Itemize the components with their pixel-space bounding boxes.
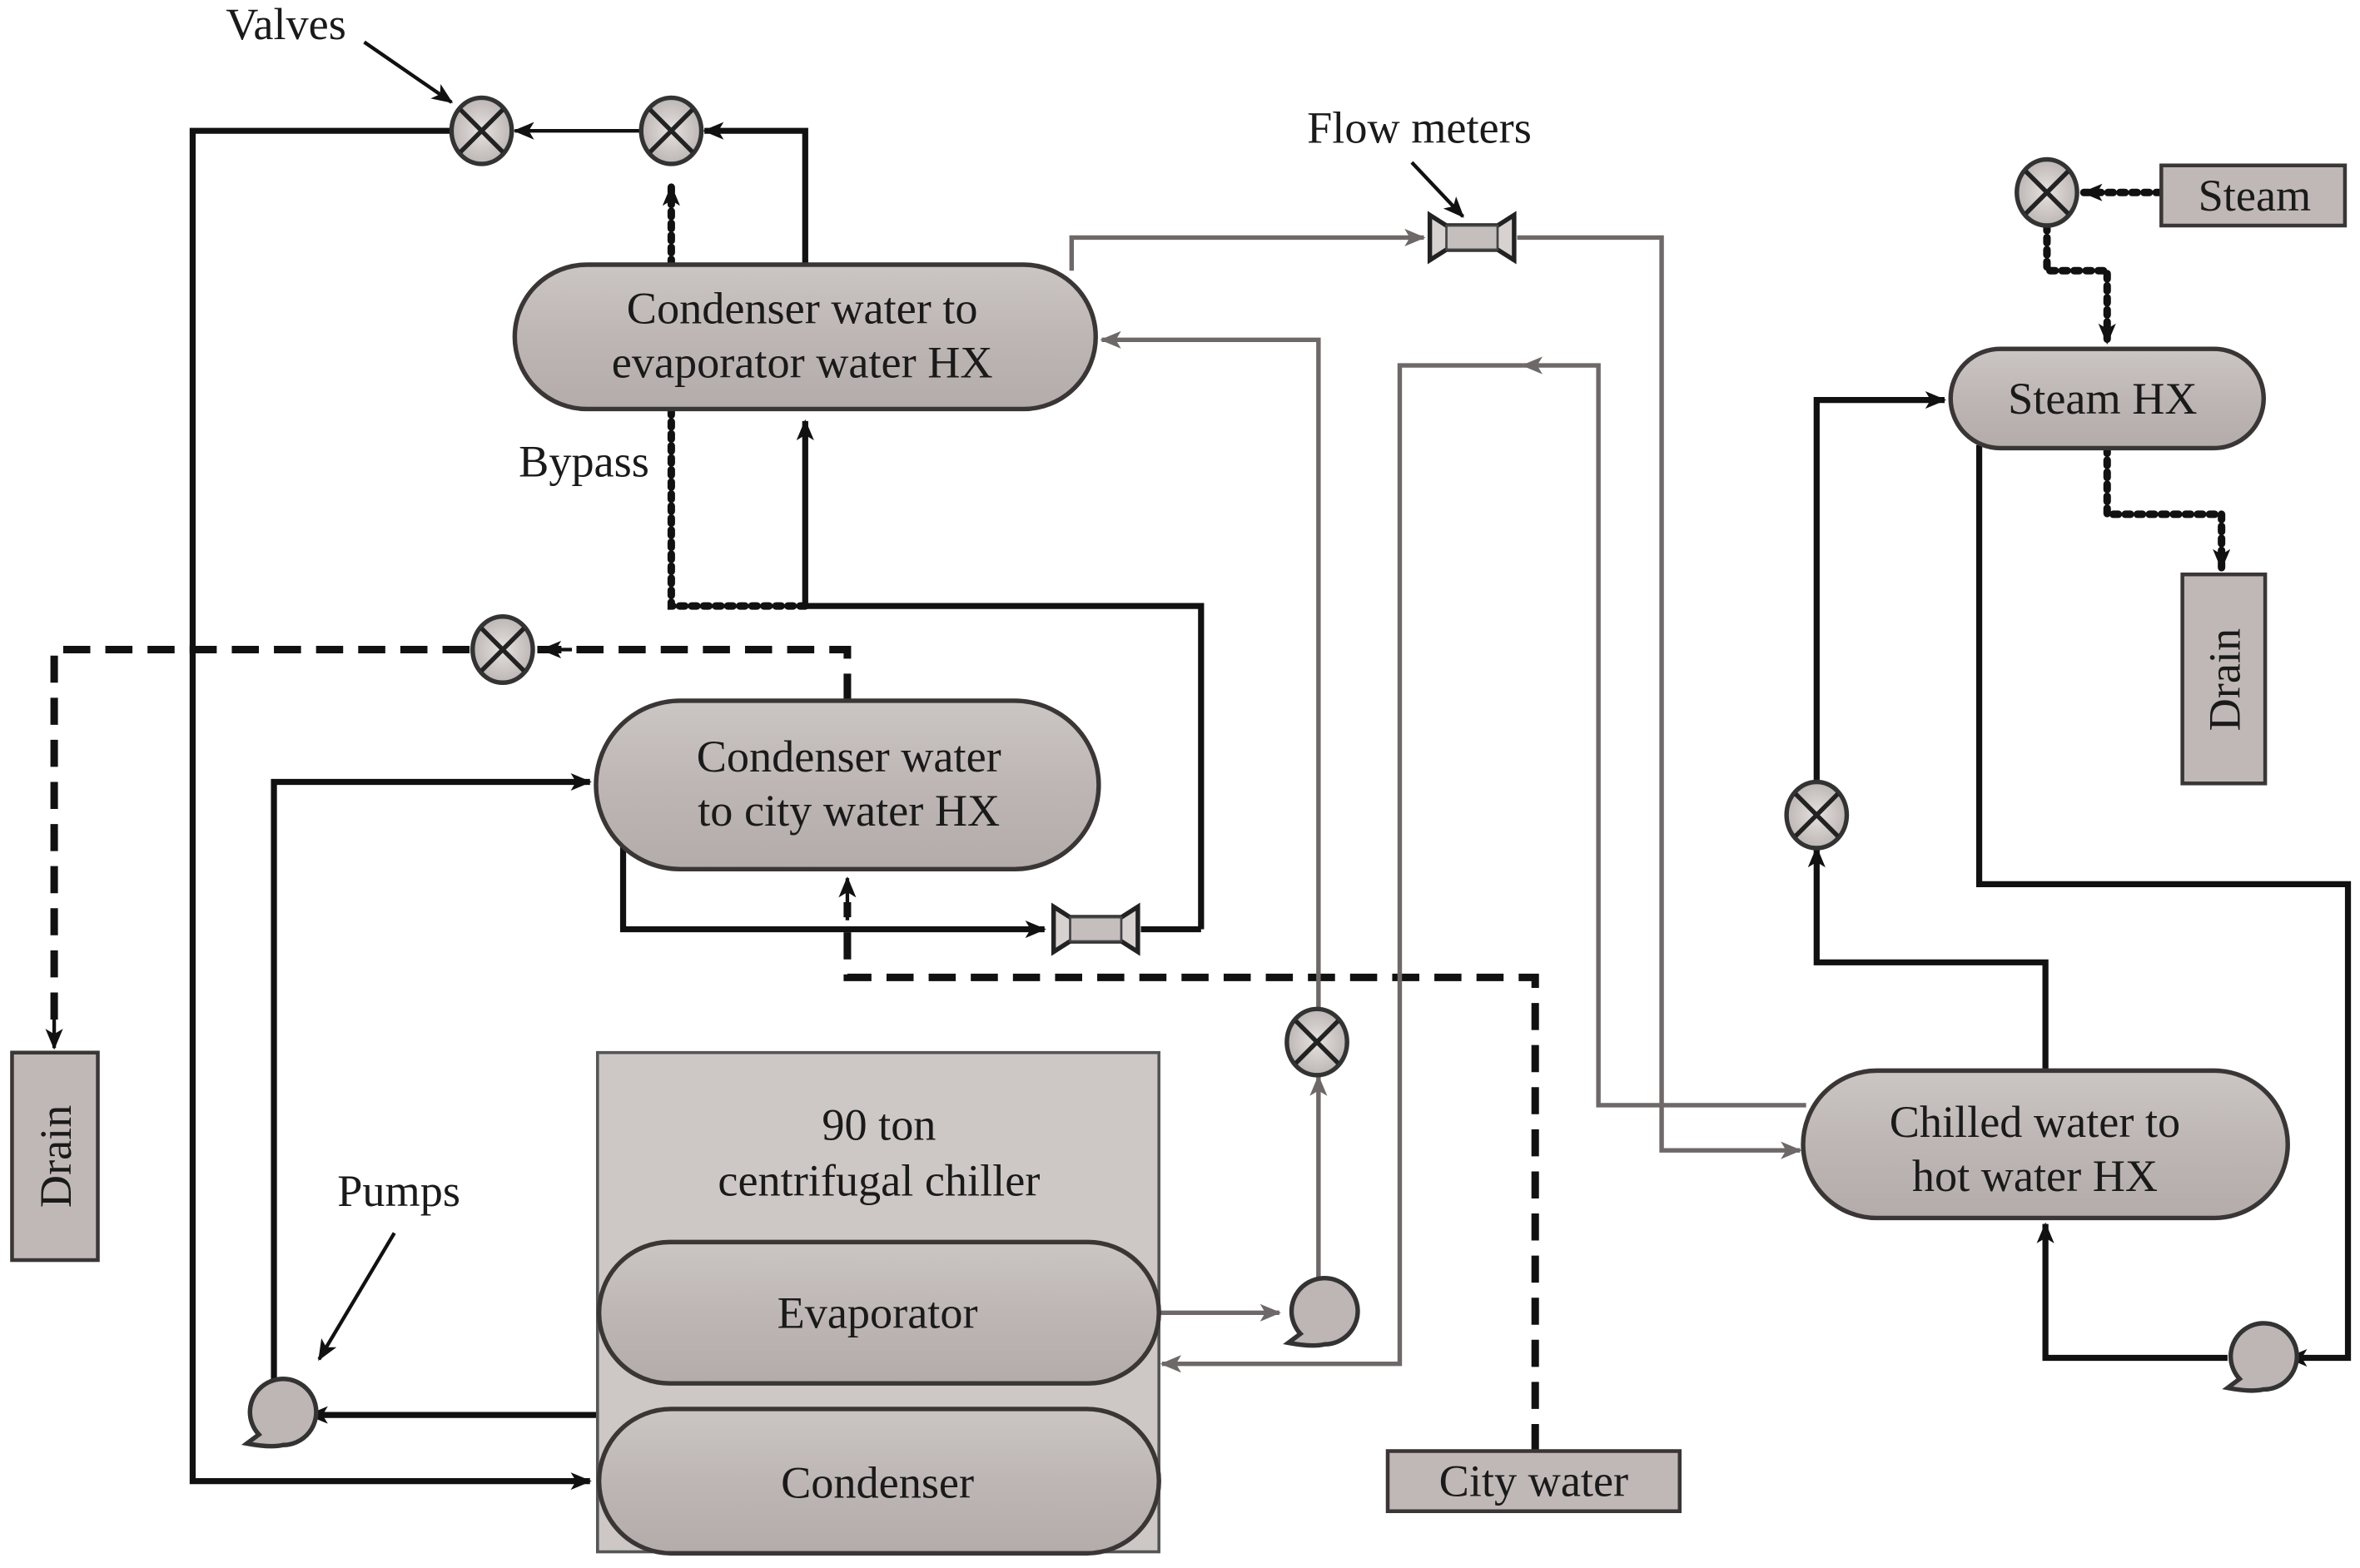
pipe-valve-to-steam-hx [2043, 221, 2116, 347]
valve-1-icon[interactable] [449, 95, 514, 166]
evaporator-vessel[interactable] [596, 1239, 1161, 1386]
pipe-hx1-to-valve2 [703, 122, 808, 265]
pipe-flowmeter1-to-chilled-hx [1517, 235, 1802, 1159]
hx-chilled-hot-vessel [1801, 1068, 2290, 1221]
hx-cond-city-vessel [594, 698, 1101, 872]
pipe-hx2-to-flowmeter2 [619, 841, 1046, 939]
steam-source[interactable]: Steam [2159, 163, 2348, 228]
flow-meters-group [1051, 211, 1517, 956]
steam-box [2159, 163, 2348, 228]
callout-pumps: Pumps [317, 1166, 460, 1362]
pipe-condenser-return [189, 127, 592, 1491]
pumps-group [241, 1276, 2299, 1449]
evaporator-label: Evaporator [778, 1288, 978, 1337]
condenser-vessel[interactable] [596, 1407, 1161, 1556]
chiller-title-line1: 90 ton [822, 1100, 936, 1150]
hx-steam-vessel [1948, 346, 2266, 451]
city-water-label: City water [1439, 1456, 1628, 1506]
pipe-return-segment [1160, 363, 1523, 1373]
pipe-pump-to-chilled-hx [2036, 1222, 2228, 1362]
hx-steam-label: Steam HX [2008, 374, 2197, 424]
valves-group [449, 95, 2079, 1078]
city-water-piping [45, 640, 1539, 1451]
condenser-water-piping [189, 122, 1205, 1491]
chiller[interactable]: 90 ton centrifugal chiller Evaporator Co… [595, 1050, 1161, 1556]
callout-bypass-label: Bypass [519, 437, 649, 487]
city-water-box [1385, 1449, 1682, 1514]
hx-chilled-to-hot[interactable]: Chilled water to hot water HX [1801, 1068, 2290, 1221]
pipe-chilled-hx-to-valve [1807, 846, 2049, 1071]
hx-cond-city-line2: to city water HX [698, 786, 1000, 836]
drain-right-label: Drain [2199, 628, 2249, 731]
chiller-title-line2: centrifugal chiller [718, 1155, 1040, 1205]
hx-chilled-hot-line2: hot water HX [1912, 1151, 2158, 1201]
valve-2-icon[interactable] [638, 95, 704, 166]
hx-condenser-to-city[interactable]: Condenser water to city water HX [594, 698, 1101, 872]
pipe-pump-to-hx2 [271, 772, 592, 1392]
callout-flow-meters: Flow meters [1307, 103, 1532, 218]
callout-pumps-label: Pumps [337, 1166, 460, 1216]
flow-meter-cond-icon[interactable] [1051, 902, 1140, 956]
pipe-valve-to-hx1 [1100, 330, 1321, 1011]
pipe-city-to-hx2 [843, 902, 1539, 1451]
hx-steam[interactable]: Steam HX [1948, 346, 2266, 451]
hx-cond-evap-line2: evaporator water HX [612, 338, 993, 388]
drain-left-label: Drain [31, 1105, 81, 1208]
callout-valves-label: Valves [226, 0, 346, 49]
drain-left-box [10, 1050, 100, 1263]
valve-evap-loop-icon[interactable] [1284, 1006, 1349, 1078]
pipe-condenser-to-pump [306, 1406, 624, 1437]
pipe-valve-to-drain [50, 645, 470, 1023]
flow-meter-evap-icon[interactable] [1427, 211, 1517, 265]
hx-condenser-to-evaporator[interactable]: Condenser water to evaporator water HX [512, 262, 1098, 412]
hx-chilled-hot-line1: Chilled water to [1890, 1097, 2180, 1147]
valve-hot-water-icon[interactable] [1784, 779, 1850, 851]
callout-valves: Valves [226, 0, 454, 104]
valve-city-drain-icon[interactable] [470, 614, 535, 685]
pipe-steam-hx-to-drain [2103, 444, 2231, 573]
city-water-source[interactable]: City water [1385, 1449, 1682, 1514]
hx-cond-evap-line1: Condenser water to [627, 283, 978, 333]
hot-water-piping [1807, 183, 2352, 1367]
chilled-water-piping [1069, 228, 1806, 1373]
pump-hot-water-icon[interactable] [2222, 1321, 2299, 1393]
steam-label: Steam [2199, 171, 2312, 221]
callout-bypass: Bypass [519, 437, 649, 487]
pipe-chilled-hx-return [1521, 356, 1806, 1108]
pipe-to-hx1-bottom [796, 419, 1205, 930]
callout-flow-meters-arrow [1410, 161, 1464, 218]
pipe-steam-hx-to-pump [1975, 444, 2352, 1367]
condenser-label: Condenser [781, 1458, 974, 1508]
pipe-hx1-to-flowmeter1 [1069, 228, 1426, 271]
drain-right[interactable]: Drain [2180, 572, 2268, 786]
pump-condenser-icon[interactable] [241, 1377, 319, 1449]
pump-evaporator-icon[interactable] [1283, 1276, 1360, 1348]
callout-pumps-arrow [317, 1232, 396, 1362]
callout-valves-arrow [363, 40, 454, 104]
pipe-valve-to-steam-hx [1813, 391, 1947, 786]
pipe-hx2-to-drain [537, 645, 852, 701]
hx-cond-evap-vessel [512, 262, 1098, 412]
hx-cond-city-line1: Condenser water [697, 732, 1001, 782]
valve-steam-icon[interactable] [2015, 156, 2079, 228]
drain-left[interactable]: Drain [10, 1050, 100, 1263]
drain-right-box [2180, 572, 2268, 786]
callout-flow-meters-label: Flow meters [1307, 103, 1532, 153]
